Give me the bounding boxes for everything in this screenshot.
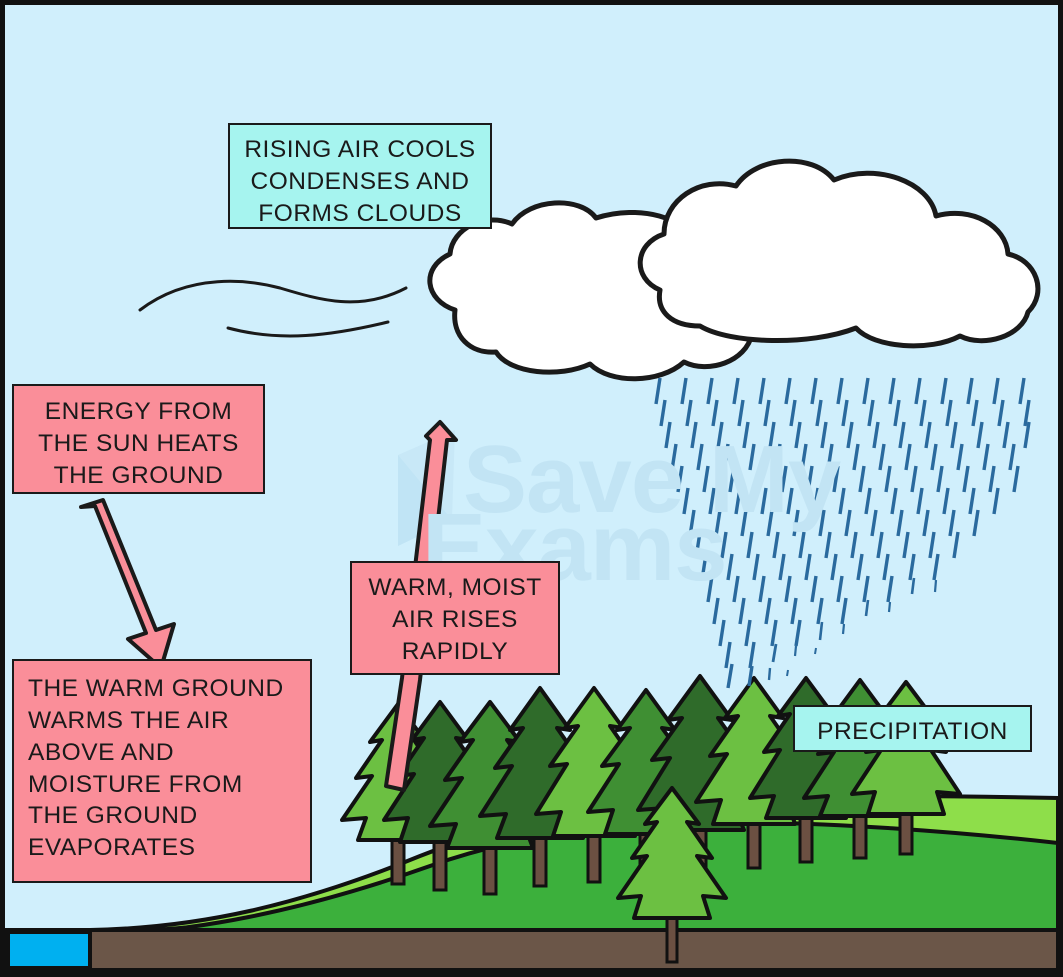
rain-group	[654, 377, 1031, 689]
label-warm-ground-evaporates: THE WARM GROUND WARMS THE AIR ABOVE AND …	[12, 659, 312, 883]
cloud-right	[637, 158, 1041, 349]
wind-line-lower	[226, 320, 390, 338]
water-block	[6, 930, 92, 970]
sun-energy-arrow	[79, 498, 176, 670]
soil-layer	[5, 928, 1058, 972]
wind-line-upper	[138, 279, 408, 312]
label-precipitation: PRECIPITATION	[793, 705, 1032, 752]
label-rising-air-cools: RISING AIR COOLS CONDENSES AND FORMS CLO…	[228, 123, 492, 229]
wind-lines-group	[138, 279, 408, 338]
label-energy-from-sun: ENERGY FROM THE SUN HEATS THE GROUND	[12, 384, 265, 494]
tree	[616, 786, 728, 964]
label-warm-moist-air-rises: WARM, MOIST AIR RISES RAPIDLY	[350, 561, 560, 675]
